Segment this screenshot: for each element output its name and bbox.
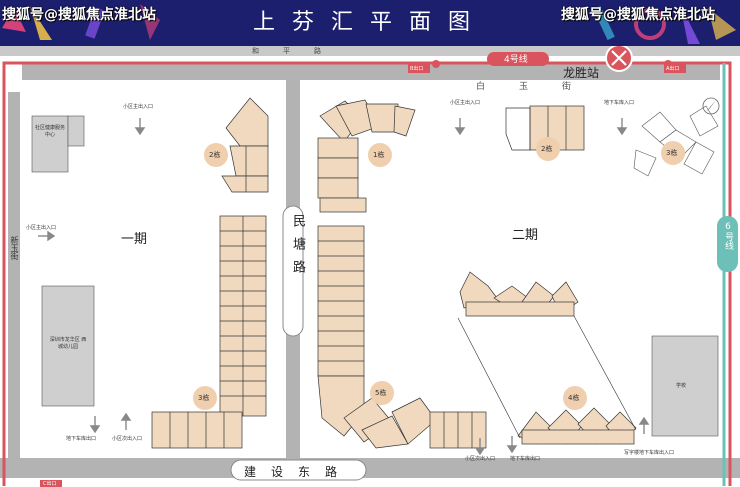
metro-exit-c-marker (40, 480, 62, 487)
badge-b2-phase2 (536, 137, 560, 161)
watermark-left: 搜狐号@搜狐焦点淮北站 (2, 7, 156, 23)
baiyu-street-band (22, 64, 720, 80)
xinyu-street-band (8, 92, 20, 464)
b3-phase2-label: 3栋 (666, 149, 678, 157)
entrance-label-8: 地下车库出口 (510, 456, 541, 462)
b4-label: 4栋 (568, 394, 580, 402)
badge-b2-phase1 (204, 143, 228, 167)
entrance-label-7: 小区次出入口 (465, 456, 496, 462)
school-block (651, 335, 719, 437)
jianshe-road-band (0, 458, 740, 478)
b2-phase1-label: 2栋 (209, 151, 221, 159)
kindergarten-label: 深圳市龙华区 西城幼儿园 (49, 337, 87, 350)
mintang-road-pill (282, 205, 304, 337)
building-5-phase2 (317, 225, 487, 449)
exit-c-label: C出口 (43, 481, 57, 487)
badge-b4 (563, 386, 587, 410)
entrance-label-2: 小区主出入口 (450, 100, 481, 106)
entrance-label-4: 小区主出入口 (26, 225, 57, 231)
line4-label: 4号线 (504, 55, 528, 65)
map-canvas (0, 46, 740, 487)
building-1-phase2 (317, 99, 416, 213)
metro-exit-b-marker (408, 64, 430, 73)
b3-phase1-label: 3栋 (198, 394, 210, 402)
jianshe-east-road-label: 建设东路 (244, 465, 353, 479)
metro-exit-a-marker (664, 64, 686, 73)
page-title: 上芬汇平面图 (252, 10, 487, 35)
exit-b-label: B出口 (410, 66, 424, 72)
b5-label: 5栋 (375, 389, 387, 397)
heping-road-band (0, 46, 740, 56)
xinyu-street-label: 新玉街 (10, 236, 19, 260)
header-banner: 搜狐号@搜狐焦点淮北站 上芬汇平面图 搜狐号@搜狐焦点淮北站 (0, 0, 740, 46)
b1-label: 1栋 (373, 151, 385, 159)
school-label: 学校 (676, 383, 687, 389)
building-2-phase1 (221, 97, 269, 193)
community-center-label: 社区健康服务中心 (34, 125, 65, 138)
entrance-label-3: 地下车库入口 (604, 100, 635, 106)
phase2-label: 二期 (512, 228, 539, 243)
compass-icon (702, 97, 720, 115)
building-3-phase1 (151, 215, 267, 449)
building-4-phase2 (459, 271, 637, 445)
badge-b1 (368, 143, 392, 167)
entrance-label-9: 写字楼地下车库出入口 (624, 450, 675, 456)
entrance-label-5: 地下车库出口 (66, 436, 97, 442)
baiyu-street-label: 白玉街 (476, 82, 606, 92)
badge-b3-phase1 (193, 386, 217, 410)
station-label: 龙胜站 (563, 66, 600, 80)
jianshe-road-pill (230, 459, 367, 481)
exit-a-label: A出口 (666, 66, 680, 72)
entrance-arrows (38, 118, 650, 456)
metro-line4-path (2, 61, 732, 486)
badge-b5 (370, 381, 394, 405)
entrance-label-1: 小区主出入口 (123, 104, 154, 110)
badge-b3-phase2 (661, 141, 685, 165)
line6-label: 6号线 (723, 222, 733, 250)
heping-road-label: 和平路 (252, 47, 345, 55)
line6-pill (717, 216, 738, 272)
building-3-phase2 (633, 105, 719, 177)
phase1-label: 一期 (121, 232, 148, 247)
building-2-phase2-outline (505, 107, 531, 151)
line4-pill (487, 52, 549, 66)
header-decoration (0, 0, 740, 46)
mintang-road-label: 民塘路 (290, 214, 305, 283)
kindergarten-block (41, 285, 95, 407)
b2-phase2-label: 2栋 (541, 145, 553, 153)
entrance-label-6: 小区次出入口 (112, 436, 143, 442)
community-center-block (31, 115, 69, 173)
watermark-right: 搜狐号@搜狐焦点淮北站 (561, 7, 715, 23)
